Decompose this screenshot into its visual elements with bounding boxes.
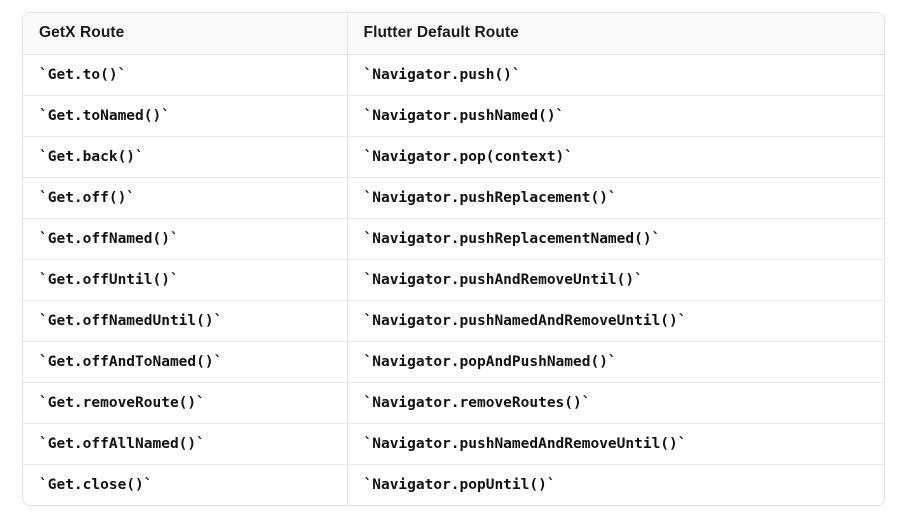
table-row: `Get.off()` `Navigator.pushReplacement()… (23, 177, 884, 219)
flutter-route-cell: `Navigator.removeRoutes()` (347, 382, 884, 424)
flutter-route-cell: `Navigator.pushReplacement()` (347, 177, 884, 219)
table-header: GetX Route Flutter Default Route (23, 13, 884, 55)
getx-route-cell: `Get.close()` (23, 464, 348, 505)
header-row: GetX Route Flutter Default Route (23, 13, 884, 55)
column-header-getx-route: GetX Route (23, 13, 348, 55)
route-comparison-table-card: GetX Route Flutter Default Route `Get.to… (22, 12, 885, 506)
getx-route-cell: `Get.offUntil()` (23, 259, 348, 301)
flutter-route-cell: `Navigator.pushAndRemoveUntil()` (347, 259, 884, 301)
flutter-route-cell: `Navigator.popAndPushNamed()` (347, 341, 884, 383)
table-row: `Get.offUntil()` `Navigator.pushAndRemov… (23, 259, 884, 301)
table-row: `Get.removeRoute()` `Navigator.removeRou… (23, 382, 884, 424)
route-comparison-table: GetX Route Flutter Default Route `Get.to… (23, 13, 884, 505)
flutter-route-cell: `Navigator.pushNamedAndRemoveUntil()` (347, 423, 884, 465)
flutter-route-cell: `Navigator.pushNamed()` (347, 95, 884, 137)
table-row: `Get.offAndToNamed()` `Navigator.popAndP… (23, 341, 884, 383)
getx-route-cell: `Get.toNamed()` (23, 95, 348, 137)
flutter-route-cell: `Navigator.push()` (347, 54, 884, 96)
getx-route-cell: `Get.offAndToNamed()` (23, 341, 348, 383)
getx-route-cell: `Get.off()` (23, 177, 348, 219)
getx-route-cell: `Get.removeRoute()` (23, 382, 348, 424)
table-row: `Get.offNamedUntil()` `Navigator.pushNam… (23, 300, 884, 342)
column-header-flutter-default-route: Flutter Default Route (347, 13, 884, 55)
flutter-route-cell: `Navigator.pushNamedAndRemoveUntil()` (347, 300, 884, 342)
getx-route-cell: `Get.to()` (23, 54, 348, 96)
getx-route-cell: `Get.back()` (23, 136, 348, 178)
getx-route-cell: `Get.offAllNamed()` (23, 423, 348, 465)
table-row: `Get.offNamed()` `Navigator.pushReplacem… (23, 218, 884, 260)
flutter-route-cell: `Navigator.pop(context)` (347, 136, 884, 178)
table-row: `Get.back()` `Navigator.pop(context)` (23, 136, 884, 178)
flutter-route-cell: `Navigator.popUntil()` (347, 464, 884, 505)
table-row: `Get.close()` `Navigator.popUntil()` (23, 464, 884, 505)
flutter-route-cell: `Navigator.pushReplacementNamed()` (347, 218, 884, 260)
table-row: `Get.to()` `Navigator.push()` (23, 54, 884, 96)
getx-route-cell: `Get.offNamed()` (23, 218, 348, 260)
table-row: `Get.offAllNamed()` `Navigator.pushNamed… (23, 423, 884, 465)
getx-route-cell: `Get.offNamedUntil()` (23, 300, 348, 342)
table-row: `Get.toNamed()` `Navigator.pushNamed()` (23, 95, 884, 137)
table-body: `Get.to()` `Navigator.push()` `Get.toNam… (23, 54, 884, 505)
